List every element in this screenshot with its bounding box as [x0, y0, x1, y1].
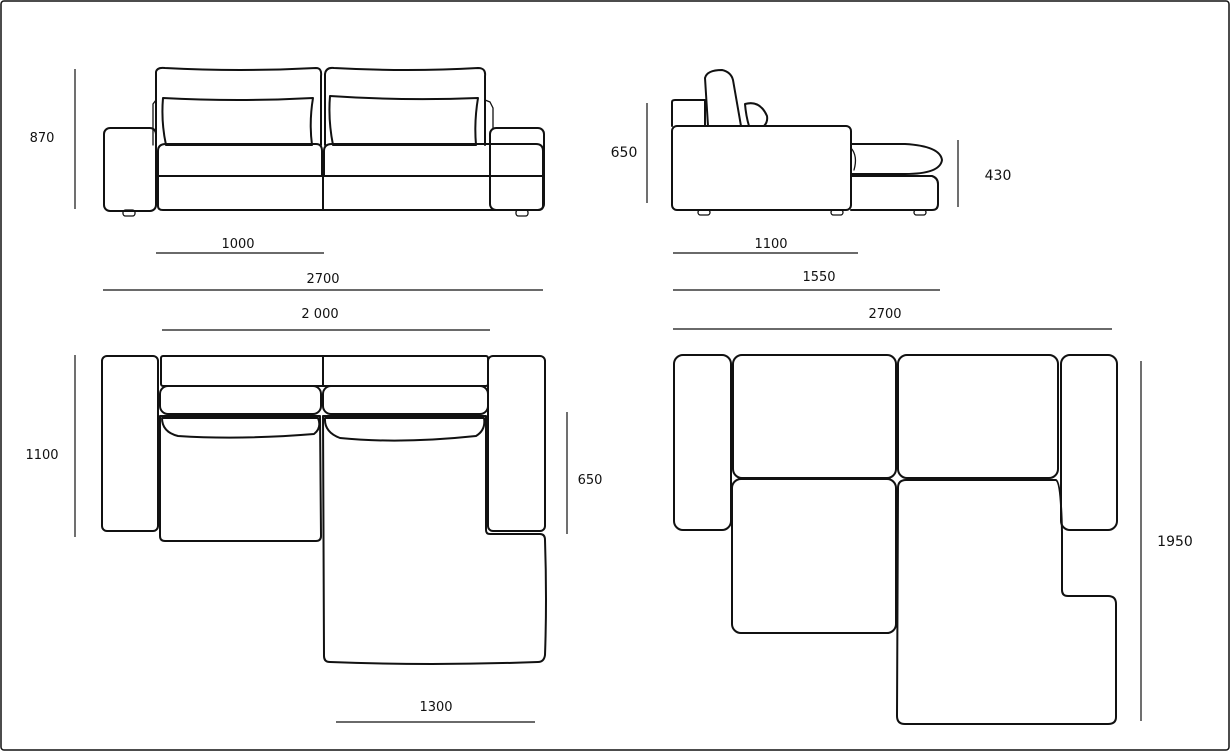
top-arm-depth-label: 650: [578, 473, 603, 488]
side-view: 650 430 1100 1550: [611, 69, 1012, 291]
front-foot-right: [515, 209, 529, 217]
front-total-width-label: 2700: [306, 272, 339, 287]
side-foot-2: [830, 209, 844, 216]
corner-back-cushion-left: [732, 354, 897, 479]
front-seat-cushion-right: [323, 143, 544, 177]
top-chaise-cushion: [323, 417, 486, 442]
side-chaise-cushion: [850, 143, 943, 175]
front-back-cushion-right: [324, 66, 487, 146]
top-depth-label: 1100: [25, 448, 58, 463]
side-seat-height-label: 430: [985, 168, 1012, 184]
front-arm-right: [489, 127, 545, 211]
front-view: 870 1000 2700: [30, 66, 545, 291]
front-back-cushion-left: [155, 66, 323, 146]
front-height-label: 870: [30, 131, 55, 146]
front-pillow-left: [161, 97, 314, 146]
front-base: [157, 175, 544, 211]
top-chaise: [322, 415, 547, 665]
side-main-body: [671, 125, 852, 211]
side-foot-3: [913, 209, 927, 216]
side-chaise-cushion-front: [850, 147, 857, 171]
corner-length-label: 1950: [1157, 534, 1193, 550]
top-arm-right: [487, 355, 546, 532]
top-back-cushion-right: [322, 385, 489, 415]
corner-width-label: 2700: [868, 307, 901, 322]
side-pillow: [744, 102, 769, 127]
side-back-cushion: [704, 69, 742, 127]
side-chaise-base: [850, 175, 939, 211]
front-arm-left: [103, 127, 157, 212]
top-seat-left-cushion: [161, 417, 321, 439]
top-view-cushions: 2 000 1100 650 1300: [25, 307, 603, 723]
side-foot-1: [697, 209, 711, 216]
corner-seat-left: [731, 478, 897, 634]
side-arm-back: [671, 99, 706, 127]
top-back-frame: [160, 355, 489, 387]
corner-back-cushion-right: [897, 354, 1059, 479]
top-seat-left: [159, 415, 322, 542]
top-back-width-label: 2 000: [301, 307, 338, 322]
side-total-depth-label: 1550: [802, 270, 835, 285]
top-back-cushion-left: [159, 385, 322, 415]
front-foot-left: [122, 209, 136, 217]
front-pillow-right: [328, 95, 479, 146]
top-chaise-width-label: 1300: [419, 700, 452, 715]
top-view-corner: 2700 1950: [673, 307, 1193, 725]
top-arm-left: [101, 355, 159, 532]
side-back-height-label: 650: [611, 145, 638, 161]
front-seat-width-label: 1000: [221, 237, 254, 252]
front-seat-cushion-left: [157, 143, 323, 177]
corner-arm-right: [1060, 354, 1118, 531]
side-seat-depth-label: 1100: [754, 237, 787, 252]
front-back-frame: [152, 99, 494, 146]
corner-chaise: [896, 479, 1117, 725]
corner-arm-left: [673, 354, 732, 531]
